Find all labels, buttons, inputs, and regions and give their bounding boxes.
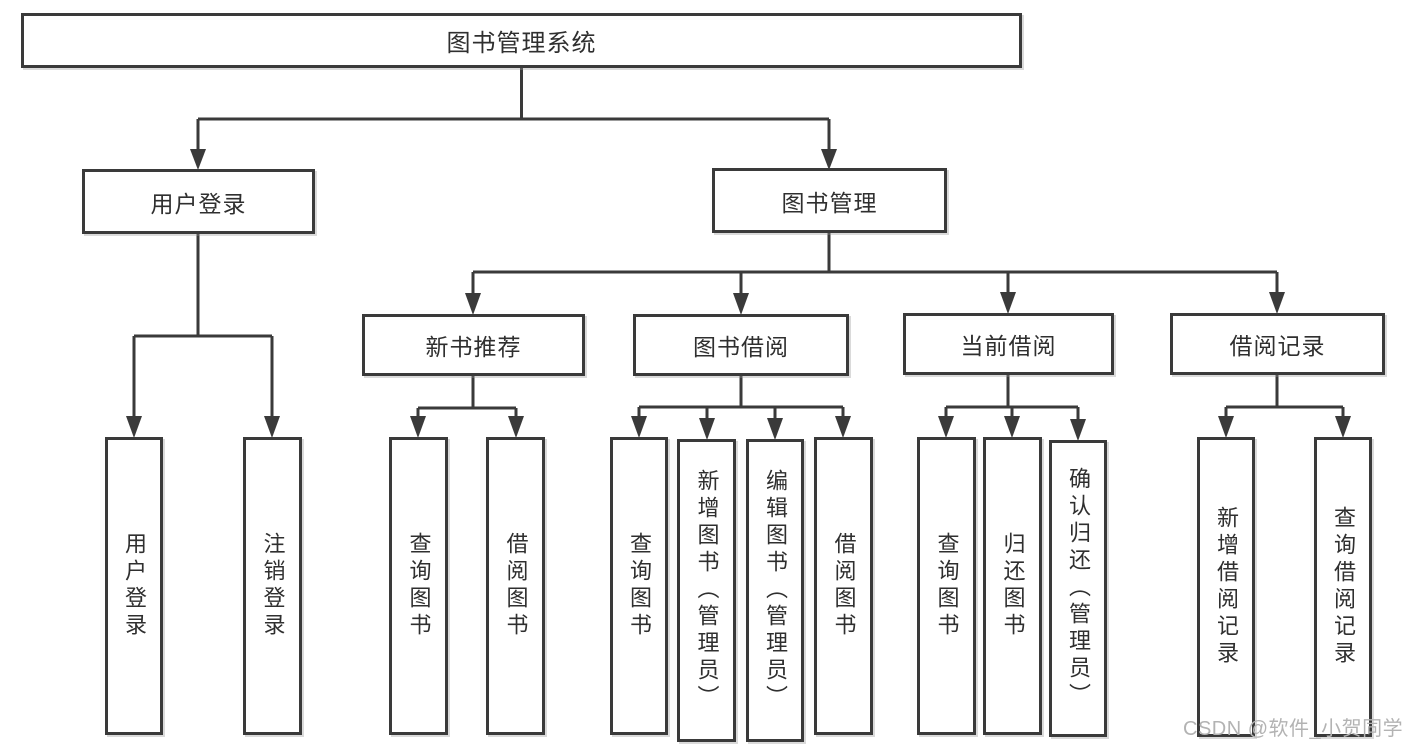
- leaf-bb-add-book-admin: 新增图书（管理员）: [677, 439, 736, 742]
- leaf-cb-return-books: 归还图书: [983, 437, 1042, 735]
- leaf-br-query-record: 查询借阅记录: [1314, 437, 1372, 737]
- node-label: 查询图书: [934, 532, 960, 640]
- leaf-bb-edit-book-admin: 编辑图书（管理员）: [746, 439, 804, 742]
- leaf-bb-borrow-books: 借阅图书: [814, 437, 873, 735]
- node-book-borrow: 图书借阅: [633, 314, 849, 376]
- node-label: 查询图书: [627, 532, 652, 640]
- node-label: 借阅记录: [1229, 333, 1326, 359]
- node-label: 用户登录: [122, 532, 147, 640]
- node-label: 注销登录: [260, 532, 286, 640]
- leaf-nbr-query-books: 查询图书: [389, 437, 448, 735]
- node-library-management-system: 图书管理系统: [21, 13, 1022, 68]
- leaf-nbr-borrow-books: 借阅图书: [486, 437, 545, 735]
- leaf-bb-query-books: 查询图书: [610, 437, 668, 735]
- node-label: 新增借阅记录: [1214, 506, 1239, 668]
- node-label: 归还图书: [1000, 532, 1026, 640]
- node-label: 借阅图书: [503, 532, 529, 640]
- node-label: 查询借阅记录: [1331, 506, 1356, 668]
- node-new-book-recommend: 新书推荐: [362, 314, 585, 376]
- node-label: 图书借阅: [693, 334, 789, 360]
- leaf-cb-confirm-return-admin: 确认归还（管理员）: [1049, 440, 1107, 737]
- node-label: 图书管理系统: [446, 30, 597, 57]
- node-label: 新增图书（管理员）: [694, 469, 720, 712]
- node-book-management: 图书管理: [712, 168, 947, 233]
- node-user-login: 用户登录: [82, 169, 315, 234]
- node-label: 借阅图书: [831, 532, 857, 640]
- node-current-borrow: 当前借阅: [903, 313, 1114, 375]
- node-label: 确认归还（管理员）: [1066, 467, 1091, 710]
- node-label: 新书推荐: [425, 334, 522, 360]
- node-label: 查询图书: [406, 532, 432, 640]
- node-label: 图书管理: [781, 189, 878, 216]
- node-label: 当前借阅: [960, 333, 1057, 359]
- node-label: 编辑图书（管理员）: [763, 469, 788, 712]
- leaf-cb-query-books: 查询图书: [917, 437, 976, 735]
- leaf-br-add-record: 新增借阅记录: [1197, 437, 1255, 737]
- watermark-text: CSDN @软件_小贺同学: [1183, 718, 1404, 740]
- node-label: 用户登录: [150, 190, 247, 217]
- leaf-user-login: 用户登录: [105, 437, 163, 735]
- leaf-logout: 注销登录: [243, 437, 302, 735]
- node-borrow-records: 借阅记录: [1170, 313, 1385, 375]
